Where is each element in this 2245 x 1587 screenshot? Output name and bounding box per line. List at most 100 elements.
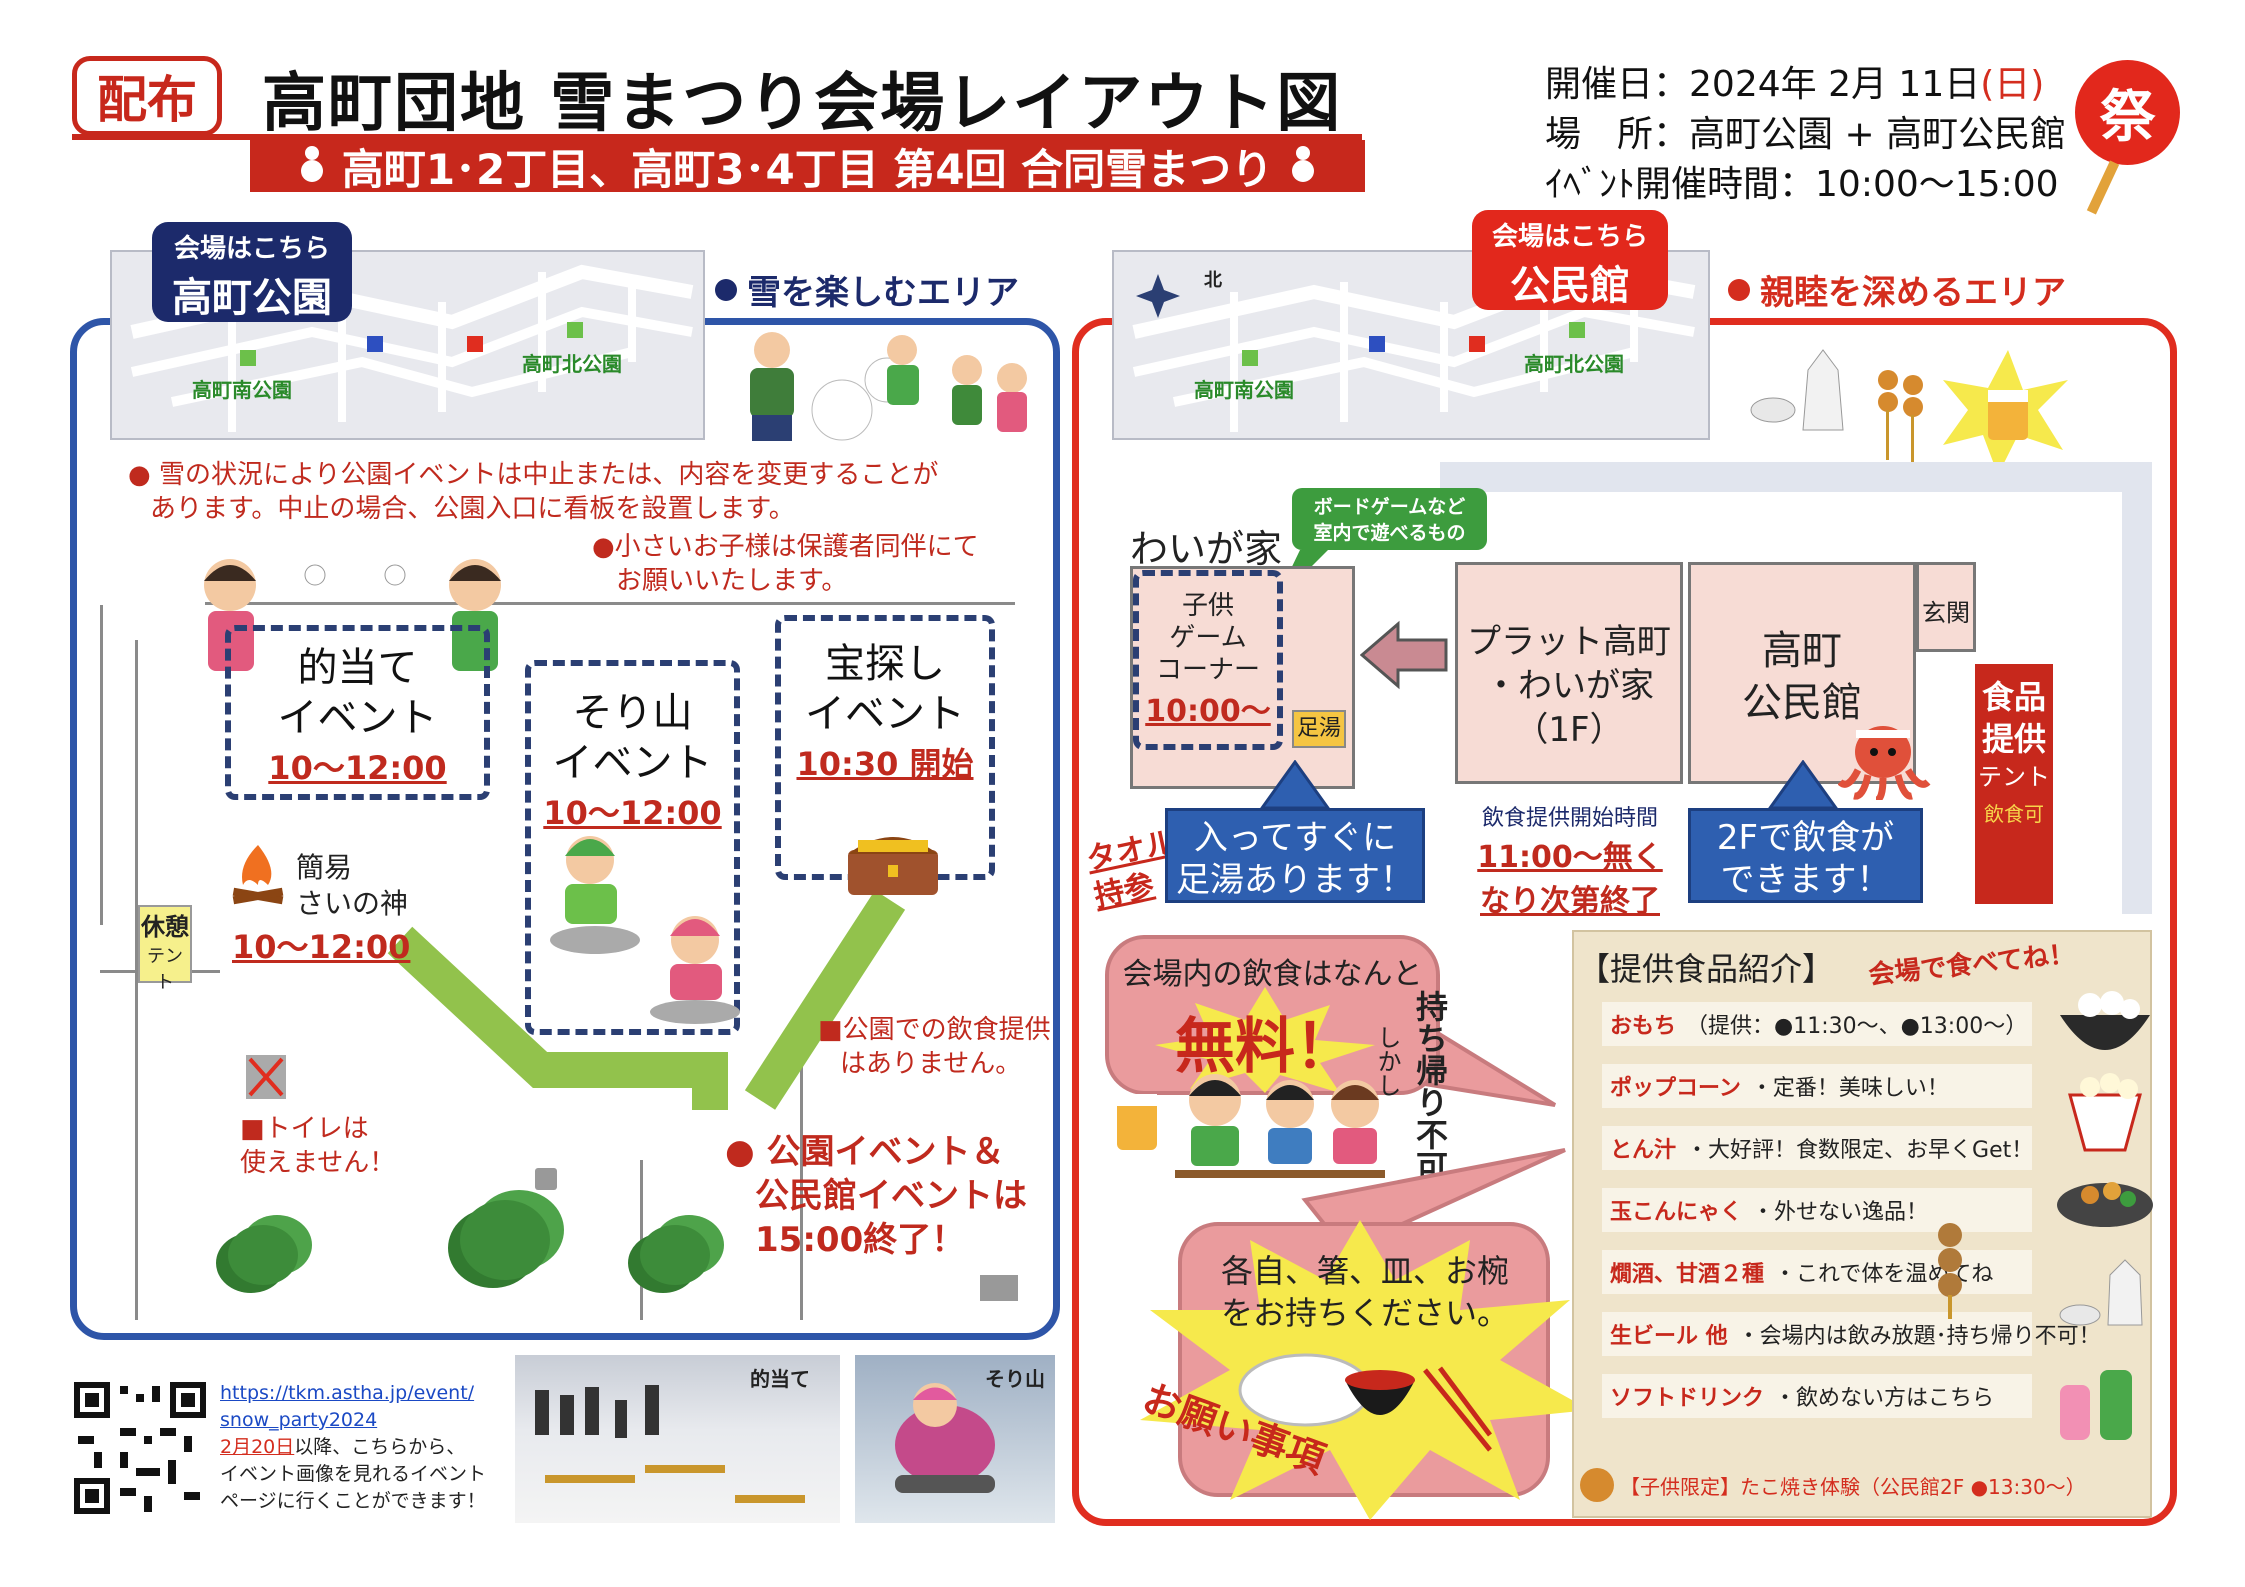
kids-snowball-illustration <box>204 559 501 671</box>
sled-event-box: そり山 イベント 10〜12:00 <box>525 660 740 1035</box>
sled-event-photo: そり山 <box>855 1355 1055 1523</box>
note-line: はありません。 <box>840 1049 1022 1079</box>
callout-text: 2Fで飲食が <box>1716 818 1895 858</box>
food-start-time: 11:00〜無く <box>1477 840 1663 875</box>
drinks-illustration <box>1750 349 2068 475</box>
note-line: お願いいたします。 <box>616 566 848 596</box>
north-park-label: 高町北公園 <box>522 352 622 376</box>
food-tent: 食品 提供 テント 飲食可 <box>1975 664 2053 904</box>
menu-item-desc: ・会場内は飲み放題･持ち帰り不可！ <box>1737 1324 2101 1349</box>
venue-tag-big: 高町公園 <box>172 275 332 321</box>
time-value: 10:00〜15:00 <box>1815 164 2059 205</box>
venue-tag-small: 会場はこちら <box>173 234 330 264</box>
note-line: イベント画像を見れるイベント <box>220 1463 487 1485</box>
boardgame-bubble: ボードゲームなど 室内で遊べるもの <box>1292 488 1487 550</box>
snow-condition-note: ● 雪の状況により公園イベントは中止または、内容を変更することが あります。中止… <box>128 458 938 526</box>
note-date: 2月20日 <box>220 1436 295 1458</box>
park-boundary <box>135 640 138 1320</box>
kids-corner-text: コーナー <box>1155 655 1260 685</box>
menu-item-desc: （提供：●11:30〜、●13:00〜） <box>1686 1014 2028 1039</box>
hall-minimap: 北 高町南公園 高町北公園 <box>1112 250 1710 440</box>
place-label: 場 所： <box>1545 114 1690 155</box>
tent-label: テント <box>1978 763 2050 791</box>
bullet-icon <box>1728 278 1750 301</box>
bonfire-text: さいの神 <box>296 887 409 920</box>
park-venue-marker <box>1369 336 1385 352</box>
park-venue-marker <box>367 336 383 352</box>
menu-item-name: 玉こんにゃく <box>1610 1200 1743 1225</box>
menu-item-name: 生ビール 他 <box>1610 1324 1728 1349</box>
menu-item: おもち （提供：●11:30〜、●13:00〜） <box>1602 1002 2032 1046</box>
page-title: 高町団地 雪まつり会場レイアウト図 <box>262 67 1343 141</box>
bubble-text: 室内で遊べるもの <box>1313 522 1466 544</box>
rest-tent-label: テント <box>147 946 183 993</box>
event-url-link[interactable]: https://tkm.astha.jp/event/ <box>220 1382 475 1404</box>
hall-venue-marker <box>1469 336 1485 352</box>
kids-game-corner: 子供 ゲーム コーナー 10:00〜 <box>1133 570 1283 750</box>
building-label: 公民館 <box>1742 680 1862 726</box>
photo-label: 的当て <box>750 1367 810 1391</box>
menu-item: ポップコーン・定番！美味しい！ <box>1602 1064 2032 1108</box>
plat-takamachi-building: プラット高町 ・わいが家 （1F） <box>1455 562 1683 784</box>
tent-label: 食品 <box>1981 678 2046 716</box>
snow-area-label: 雪を楽しむエリア <box>715 265 1019 314</box>
takoyaki-row: 【子供限定】たこ焼き体験（公民館2F ●13:30〜） <box>1580 1462 2140 1508</box>
footbath-spot: 足湯 <box>1292 710 1346 748</box>
skewer-icon <box>1938 1223 1962 1319</box>
event-title: 的当て <box>297 645 418 691</box>
note-line: ■公園での飲食提供 <box>818 1015 1051 1045</box>
food-start-time: なり次第終了 <box>1480 884 1660 919</box>
time-label: ｲﾍﾞﾝﾄ開催時間： <box>1545 164 1816 205</box>
food-start-label: 飲食提供開始時間 <box>1481 806 1658 831</box>
snow-play-illustration <box>750 332 1027 441</box>
event-info: 開催日：2024年 2月 11日(日) 場 所：高町公園 + 高町公民館 ｲﾍﾞ… <box>1545 60 2066 210</box>
event-time: 10〜12:00 <box>268 749 447 787</box>
kids-corner-time: 10:00〜 <box>1145 694 1271 729</box>
bonfire-icon <box>232 845 284 905</box>
food-illustrations <box>2057 991 2153 1440</box>
qr-code[interactable] <box>70 1378 210 1518</box>
note-line: ●小さいお子様は保護者同伴にて <box>592 532 979 562</box>
subtitle-band: 高町1･2丁目、高町3･4丁目 第4回 合同雪まつり <box>250 140 1365 194</box>
note-line: ● 雪の状況により公園イベントは中止または、内容を変更することが <box>128 460 939 490</box>
note-line: ■トイレは <box>240 1114 369 1144</box>
event-title: イベント <box>805 691 965 737</box>
bonfire-label: 簡易 さいの神 <box>296 850 408 922</box>
snowman-icon <box>1291 146 1315 186</box>
menu-item-desc: ・大好評！食数限定、お早くGet！ <box>1686 1138 2034 1163</box>
free-food-text: 会場内の飲食はなんと <box>1122 957 1423 992</box>
snow-area-text: 雪を楽しむエリア <box>747 273 1019 313</box>
however-text: しかし <box>1373 1025 1401 1097</box>
entrance: 玄関 <box>1916 562 1976 652</box>
note-line: あります。中止の場合、公園入口に看板を設置します。 <box>150 494 795 524</box>
dishes-illustration <box>1238 1353 1493 1452</box>
rest-tent: 休憩 テント <box>138 905 192 993</box>
arrow-up-icon <box>1260 760 1330 810</box>
eating-kids-illustration <box>1117 1074 1385 1178</box>
park-fixture <box>980 1275 1018 1301</box>
event-time: 10:30 開始 <box>796 745 974 783</box>
menu-item-name: おもち <box>1610 1014 1677 1039</box>
waigaya-label: わいが家 <box>1130 527 1283 571</box>
end-time-note: ● 公園イベント＆ 公民館イベントは 15:00終了！ <box>725 1130 1027 1262</box>
building-label: ・わいが家 <box>1484 666 1654 706</box>
tent-eat-ok: 飲食可 <box>1984 802 2044 826</box>
treasure-event-box: 宝探し イベント 10:30 開始 <box>775 615 995 880</box>
footer-note: https://tkm.astha.jp/event/ snow_party20… <box>220 1380 486 1515</box>
floor2-callout: 2Fで飲食が できます！ <box>1688 808 1923 903</box>
note-line: をお持ちください。 <box>1220 1294 1509 1332</box>
festival-fan-icon: 祭 <box>2075 60 2180 165</box>
event-title: そり山 <box>572 690 693 736</box>
south-park-label: 高町南公園 <box>1194 378 1294 402</box>
south-park-marker <box>1242 350 1258 366</box>
menu-item: 生ビール 他・会場内は飲み放題･持ち帰り不可！ <box>1602 1312 2101 1356</box>
sledding-kids-illustration <box>550 836 740 1024</box>
south-park-label: 高町南公園 <box>192 378 292 402</box>
footbath-callout: 入ってすぐに 足湯あります！ <box>1165 808 1425 903</box>
target-event-photo: 的当て <box>515 1355 840 1523</box>
park-fixture <box>535 1168 557 1190</box>
note-line: ページに行くことができます！ <box>220 1490 486 1512</box>
tree-icon <box>640 1225 710 1285</box>
tree-icon <box>460 1200 550 1280</box>
event-url-link[interactable]: snow_party2024 <box>220 1409 378 1431</box>
